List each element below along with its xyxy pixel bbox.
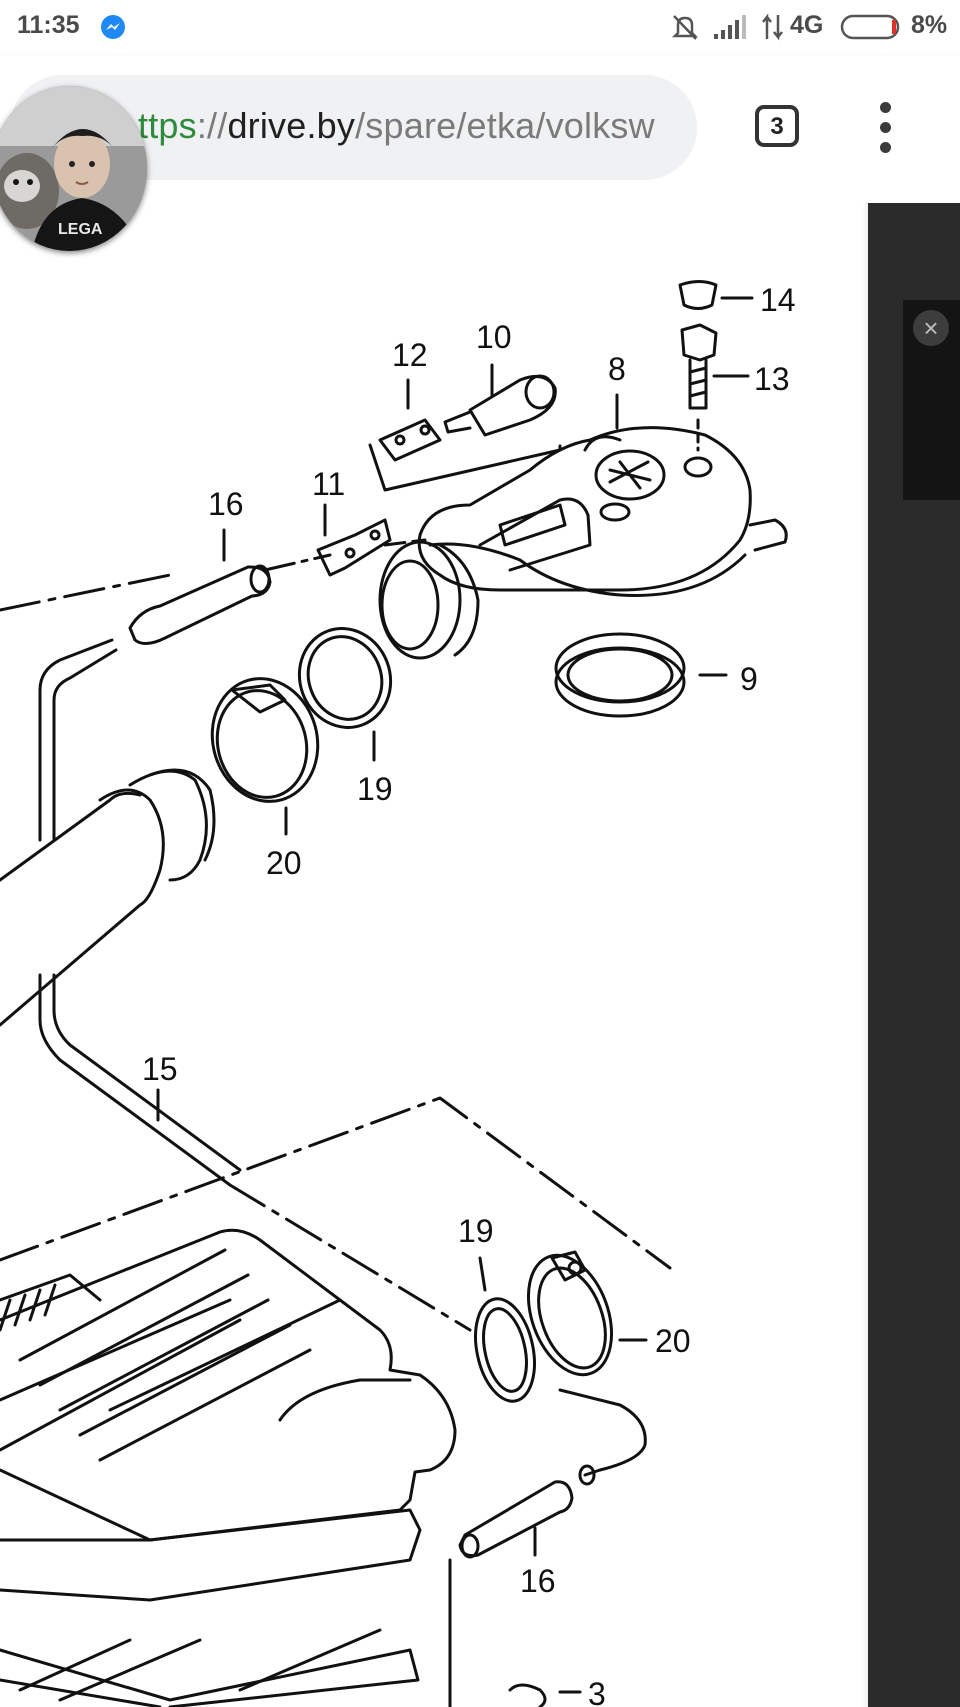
notifications-off-icon	[671, 15, 699, 40]
part-label-16-lower: 16	[520, 1563, 556, 1599]
parts-diagram-page: 14 13 12 10 8 16 11 9 19 20 15 19 20 16 …	[0, 203, 870, 1707]
air-filter-box-part	[0, 1228, 457, 1542]
url-path: /spare/etka/volksw	[355, 105, 655, 146]
parts-diagram: 14 13 12 10 8 16 11 9 19 20 15 19 20 16 …	[0, 280, 796, 1707]
messenger-icon	[101, 15, 125, 39]
avatar-photo: LEGA	[0, 86, 147, 251]
clip-part	[316, 518, 392, 577]
cap-part	[678, 280, 718, 310]
url-text[interactable]: ttps://drive.by/spare/etka/volksw	[138, 105, 683, 147]
part-label-9: 9	[740, 661, 758, 697]
part-label-19-upper: 19	[357, 771, 393, 807]
data-arrows-icon	[762, 13, 783, 41]
status-bar: 11:35 4G 8%	[0, 0, 960, 55]
part-label-19-lower: 19	[458, 1213, 494, 1249]
close-icon[interactable]: ×	[913, 310, 949, 346]
part-label-8: 8	[608, 351, 626, 387]
hose-clamp-part	[210, 677, 320, 803]
part-label-12: 12	[392, 337, 428, 373]
url-separator: ://	[196, 105, 228, 146]
svg-text:LEGA: LEGA	[58, 221, 103, 238]
part-label-10: 10	[476, 319, 512, 355]
sensor-part	[468, 374, 557, 437]
tab-switcher-button[interactable]: 3	[755, 105, 799, 147]
part-label-20-lower: 20	[655, 1323, 691, 1359]
battery-percent: 8%	[911, 11, 948, 39]
network-type: 4G	[790, 11, 824, 39]
part-label-13: 13	[754, 361, 790, 397]
signal-icon	[714, 15, 746, 39]
seal-ring-part	[554, 632, 686, 704]
gasket-lower-part	[474, 1297, 536, 1403]
menu-dot	[880, 142, 891, 153]
url-scheme: ttps	[138, 105, 197, 146]
clock: 11:35	[17, 11, 80, 39]
bracket-part	[368, 443, 562, 492]
part-label-3: 3	[588, 1676, 606, 1707]
menu-dot	[880, 102, 891, 113]
overflow-menu-button[interactable]	[870, 102, 900, 153]
bolt-part	[680, 323, 718, 362]
air-duct-part	[0, 791, 142, 1027]
part-label-14: 14	[760, 282, 796, 318]
intake-housing-part	[417, 426, 752, 592]
part-label-20-upper: 20	[266, 845, 302, 881]
part-label-16-upper: 16	[208, 486, 244, 522]
chat-head-avatar[interactable]: LEGA	[0, 86, 147, 251]
part-label-11: 11	[312, 466, 345, 502]
page-edge-shadow	[862, 203, 870, 1707]
menu-dot	[880, 122, 891, 133]
part-label-15: 15	[142, 1051, 178, 1087]
gasket-part	[297, 627, 393, 729]
hose-clamp-lower-part	[526, 1253, 614, 1377]
url-host: drive.by	[227, 105, 356, 146]
battery-icon	[840, 14, 900, 40]
